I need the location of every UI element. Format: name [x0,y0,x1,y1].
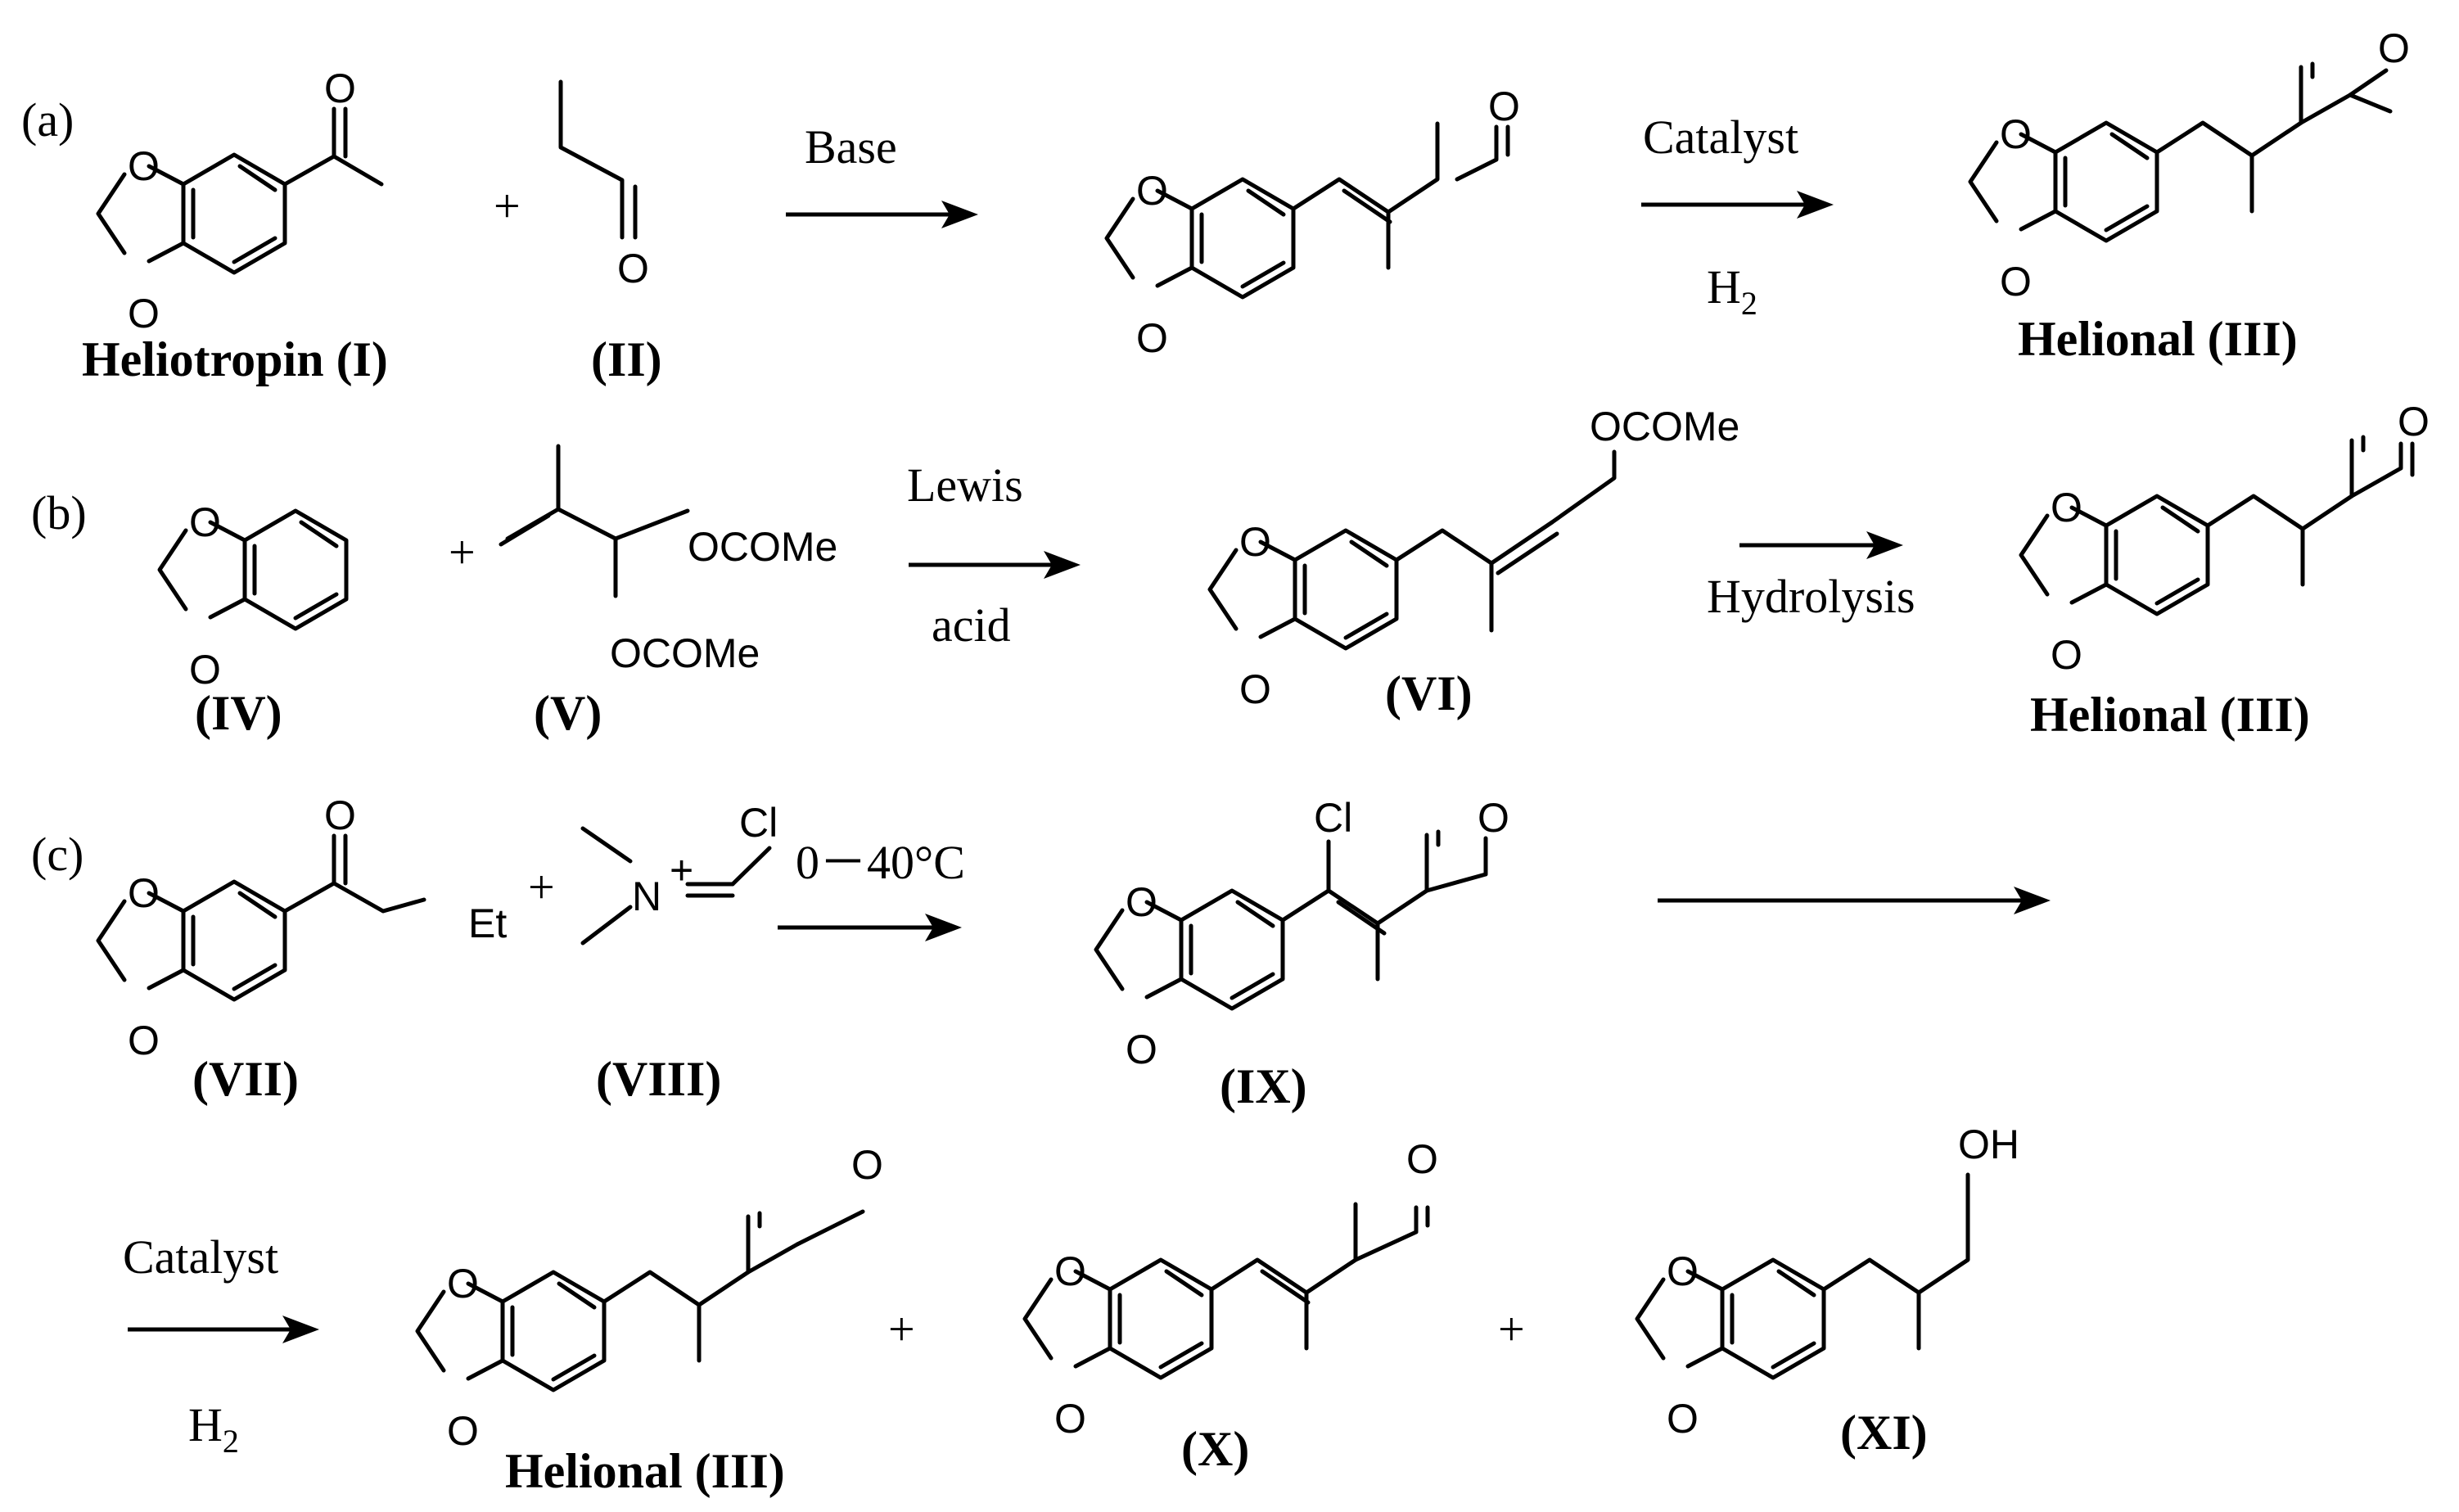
compound-xi-structure: O O OH [1637,1122,2019,1442]
panel-b: (b) O O (IV) + OCOMe OCOMe (V) Lewis [31,399,2430,742]
propanal-name: (II) [591,332,662,386]
helional-b-structure: O O O [2021,399,2430,678]
panel-a: (a) O O O Heliotropin (I) + O (II) Base … [21,25,2410,386]
intermediate-a-atom-o1: O [1136,168,1168,214]
arrow-b2-head [1866,531,1903,559]
diacetate-atom-oac2: OCOMe [610,630,760,676]
compound-x-atom-cho: O [1406,1136,1438,1182]
vilsmeier-structure: N + Cl [580,800,778,946]
helional-c-atom-o2: O [447,1408,479,1454]
chloroenal-atom-cho: O [1478,795,1509,841]
plus-c2: + [888,1302,915,1356]
plus-b1: + [449,526,476,579]
chloroenal-structure: O O Cl O [1096,795,1509,1072]
helional-b-name: Helional (III) [2030,688,2310,742]
compound-vii-name: (VII) [192,1052,299,1106]
panel-a-label: (a) [21,93,74,147]
arrow-c1-head [925,914,962,941]
reagent-acid: acid [932,598,1011,652]
arrow-a1-head [941,201,978,228]
plus-c3: + [1498,1302,1525,1356]
vilsmeier-atom-cl: Cl [739,800,778,846]
helional-b-atom-cho: O [2398,399,2430,445]
helional-b-atom-o1: O [2051,485,2082,530]
helional-c-atom-cho: O [851,1142,883,1188]
reagent-h2-c: H2 [188,1398,239,1460]
compound-xi-name: (XI) [1840,1406,1928,1460]
reagent-catalyst-c: Catalyst [123,1230,278,1284]
helional-c-name: Helional (III) [505,1444,785,1498]
diacetate-structure: OCOMe OCOMe [499,444,837,676]
reagent-base: Base [805,120,897,174]
compound-iv-name: (IV) [195,686,282,740]
helional-a-atom-o1: O [2000,111,2032,157]
heliotropin-atom-o1: O [128,143,160,189]
compound-x-structure: O O O [1025,1136,1438,1442]
vilsmeier-charge: + [670,847,693,893]
helional-c-structure: O O O [417,1142,883,1454]
propanal-structure: O [558,79,649,291]
propanal-atom-o: O [617,246,649,291]
reagent-temperature: 0－40°C [796,836,965,889]
reagent-hydrolysis: Hydrolysis [1707,570,1915,623]
heliotropin-atom-o2: O [128,291,160,336]
compound-x-atom-o1: O [1054,1248,1086,1294]
arrow-c2-head [2014,887,2051,914]
compound-ix-name: (IX) [1220,1059,1307,1113]
heliotropin-structure: O O O [98,65,384,336]
enol-acetate-structure: O O OCOMe [1210,404,1739,712]
reagent-h2-a: H2 [1707,260,1757,322]
helional-a-name: Helional (III) [2018,312,2298,366]
helional-b-atom-o2: O [2051,632,2082,678]
compound-x-atom-o2: O [1054,1396,1086,1442]
vilsmeier-atom-n: N [632,873,661,919]
helional-a-atom-o2: O [2000,259,2032,305]
compound-vi-name: (VI) [1385,666,1473,720]
helional-a-structure: O O O [1970,25,2410,305]
benzodioxole-structure: O O [157,499,349,693]
intermediate-a-structure: O O O [1107,83,1520,361]
enol-acetate-atom-oac: OCOMe [1590,404,1739,449]
arrow-a2-head [1797,191,1834,219]
benzodioxole-atom-o1: O [189,499,221,545]
compound-x-name: (X) [1181,1422,1249,1476]
benzodioxole-atom-o2: O [189,647,221,693]
intermediate-a-atom-cho: O [1488,83,1520,129]
plus-c1: + [528,860,555,914]
chloroenal-atom-cl: Cl [1314,795,1352,841]
heliotropin-atom-cho: O [324,65,356,111]
propiophenone-structure: O O O Et [98,792,507,1063]
diacetate-atom-oac1: OCOMe [688,524,837,570]
compound-xi-atom-o2: O [1667,1396,1699,1442]
enol-acetate-atom-o2: O [1239,666,1271,712]
helional-a-atom-cho: O [2378,25,2410,71]
propiophenone-atom-o1: O [128,870,160,916]
helional-c-atom-o1: O [447,1261,479,1307]
reagent-catalyst-a: Catalyst [1643,111,1798,164]
chloroenal-atom-o2: O [1126,1027,1157,1072]
chloroenal-atom-o1: O [1126,879,1157,925]
arrow-b1-head [1044,551,1081,579]
arrow-c3-head [282,1316,319,1343]
intermediate-a-atom-o2: O [1136,315,1168,361]
panel-c-label: (c) [31,828,83,881]
propiophenone-atom-o2: O [128,1018,160,1063]
panel-c: (c) O O O Et (VII) + N + Cl (VIII) 0－40° [31,792,2051,1498]
enol-acetate-atom-o1: O [1239,519,1271,565]
plus-a1: + [494,179,521,232]
reagent-lewis: Lewis [907,458,1023,512]
panel-b-label: (b) [31,486,87,539]
compound-xi-atom-oh: OH [1958,1122,2019,1167]
compound-xi-atom-o1: O [1667,1248,1699,1294]
compound-v-name: (V) [534,686,602,740]
propiophenone-atom-et: Et [468,900,507,946]
propiophenone-atom-o: O [324,792,356,838]
compound-viii-name: (VIII) [596,1052,721,1106]
heliotropin-name: Heliotropin (I) [82,332,388,386]
